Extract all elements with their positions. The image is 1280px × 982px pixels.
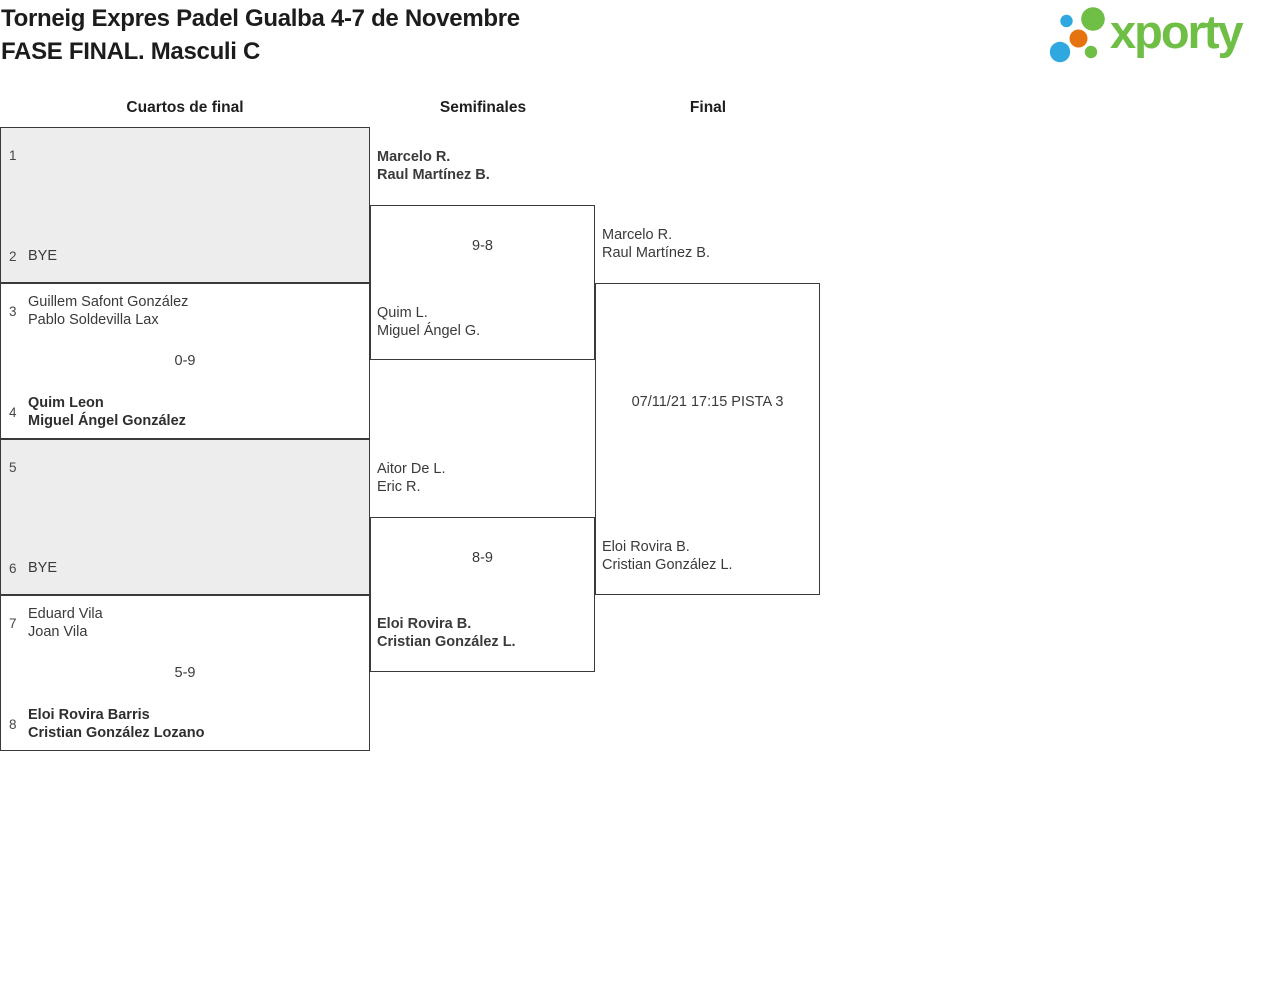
match-box-sf1: 9-8 xyxy=(370,205,595,360)
match-box-qf1: 1 2 BYE xyxy=(0,127,370,283)
team-names: Marcelo R. Raul Martínez B. xyxy=(602,226,710,262)
team-name-line: Quim L. xyxy=(377,305,428,321)
participant-slot: 5 xyxy=(1,449,28,485)
logo-dot-green-large-icon xyxy=(1081,7,1105,31)
team-names: Eduard Vila Joan Vila xyxy=(28,605,103,641)
match-box-sf2: 8-9 xyxy=(370,517,595,672)
participant-slot: 4 Quim Leon Miguel Ángel González xyxy=(1,394,186,430)
match-score: 8-9 xyxy=(472,550,493,566)
match-score: 5-9 xyxy=(174,665,196,681)
seed-number: 5 xyxy=(9,459,17,475)
seed-number: 3 xyxy=(9,303,17,319)
match-box-qf3: 5 6 BYE xyxy=(0,439,370,595)
team-name-line: Miguel Ángel González xyxy=(28,413,186,429)
team-name-line: Raul Martínez B. xyxy=(602,245,710,261)
xporty-logo-dots-icon xyxy=(1049,7,1105,63)
seed-number: 4 xyxy=(9,404,17,420)
match-box-qf2: 3 Guillem Safont González Pablo Soldevil… xyxy=(0,283,370,439)
team-name-line: Eloi Rovira B. xyxy=(602,539,690,555)
seed-number: 1 xyxy=(9,147,17,163)
round-header-final: Final xyxy=(689,99,727,116)
seed-number: 2 xyxy=(9,248,17,264)
team-name-line: Eloi Rovira Barris xyxy=(28,707,150,723)
team-name-line: Raul Martínez B. xyxy=(377,167,490,183)
xporty-logo-wordmark: xporty xyxy=(1110,5,1244,58)
seed-number: 8 xyxy=(9,716,17,732)
participant-slot: 6 BYE xyxy=(1,550,57,586)
participant-slot: 7 Eduard Vila Joan Vila xyxy=(1,605,103,641)
match-score: 9-8 xyxy=(472,238,493,254)
team-names: Eloi Rovira Barris Cristian González Loz… xyxy=(28,706,204,742)
team-names: Eloi Rovira B. Cristian González L. xyxy=(602,538,733,574)
round-header-semifinals: Semifinales xyxy=(439,99,527,116)
team-name-line: Eloi Rovira B. xyxy=(377,616,472,632)
match-box-qf4: 7 Eduard Vila Joan Vila 5-9 8 Eloi Rovir… xyxy=(0,595,370,751)
team-name-line: Cristian González Lozano xyxy=(28,725,205,741)
participant-slot: 3 Guillem Safont González Pablo Soldevil… xyxy=(1,293,188,329)
team-name-line: Cristian González L. xyxy=(377,634,516,650)
team-names: Aitor De L. Eric R. xyxy=(377,460,446,496)
tournament-name: Torneig Expres Padel Gualba 4-7 de Novem… xyxy=(1,5,520,32)
team-name-line: Marcelo R. xyxy=(377,149,451,165)
participant-slot: 1 xyxy=(1,137,28,173)
team-name-line: Cristian González L. xyxy=(602,557,733,573)
team-name-line: Pablo Soldevilla Lax xyxy=(28,312,159,328)
participant-slot: 8 Eloi Rovira Barris Cristian González L… xyxy=(1,706,204,742)
team-name-line: Eduard Vila xyxy=(28,606,103,622)
logo-dot-green-small-icon xyxy=(1084,45,1098,59)
team-names: BYE xyxy=(28,559,57,577)
phase-name: FASE FINAL. Masculi C xyxy=(1,38,261,65)
team-names: Guillem Safont González Pablo Soldevilla… xyxy=(28,293,188,329)
team-names: Quim Leon Miguel Ángel González xyxy=(28,394,186,430)
participant-slot: 2 BYE xyxy=(1,238,57,274)
team-names: Quim L. Miguel Ángel G. xyxy=(377,304,480,340)
team-name-line: Joan Vila xyxy=(28,624,88,640)
team-name-line: Miguel Ángel G. xyxy=(377,323,481,339)
logo-dot-blue-large-icon xyxy=(1049,41,1071,63)
team-name-line: Guillem Safont González xyxy=(28,294,189,310)
team-name-line: Marcelo R. xyxy=(602,227,673,243)
team-name-line: Quim Leon xyxy=(28,395,104,411)
team-names: Eloi Rovira B. Cristian González L. xyxy=(377,615,516,651)
team-names: BYE xyxy=(28,247,57,265)
logo-dot-orange-icon xyxy=(1069,29,1088,48)
match-schedule: 07/11/21 17:15 PISTA 3 xyxy=(631,394,784,410)
logo-dot-blue-small-icon xyxy=(1060,14,1073,28)
team-name-line: Eric R. xyxy=(377,479,421,495)
xporty-logo[interactable]: xporty xyxy=(1048,5,1278,68)
team-name-line: BYE xyxy=(28,560,58,576)
match-box-final: 07/11/21 17:15 PISTA 3 xyxy=(595,283,820,595)
team-name-line: BYE xyxy=(28,248,58,264)
seed-number: 7 xyxy=(9,615,17,631)
page-title: Torneig Expres Padel Gualba 4-7 de Novem… xyxy=(1,2,520,68)
team-names: Marcelo R. Raul Martínez B. xyxy=(377,148,490,184)
team-name-line: Aitor De L. xyxy=(377,461,446,477)
match-score: 0-9 xyxy=(174,353,196,369)
seed-number: 6 xyxy=(9,560,17,576)
round-header-quarterfinals: Cuartos de final xyxy=(126,99,244,116)
